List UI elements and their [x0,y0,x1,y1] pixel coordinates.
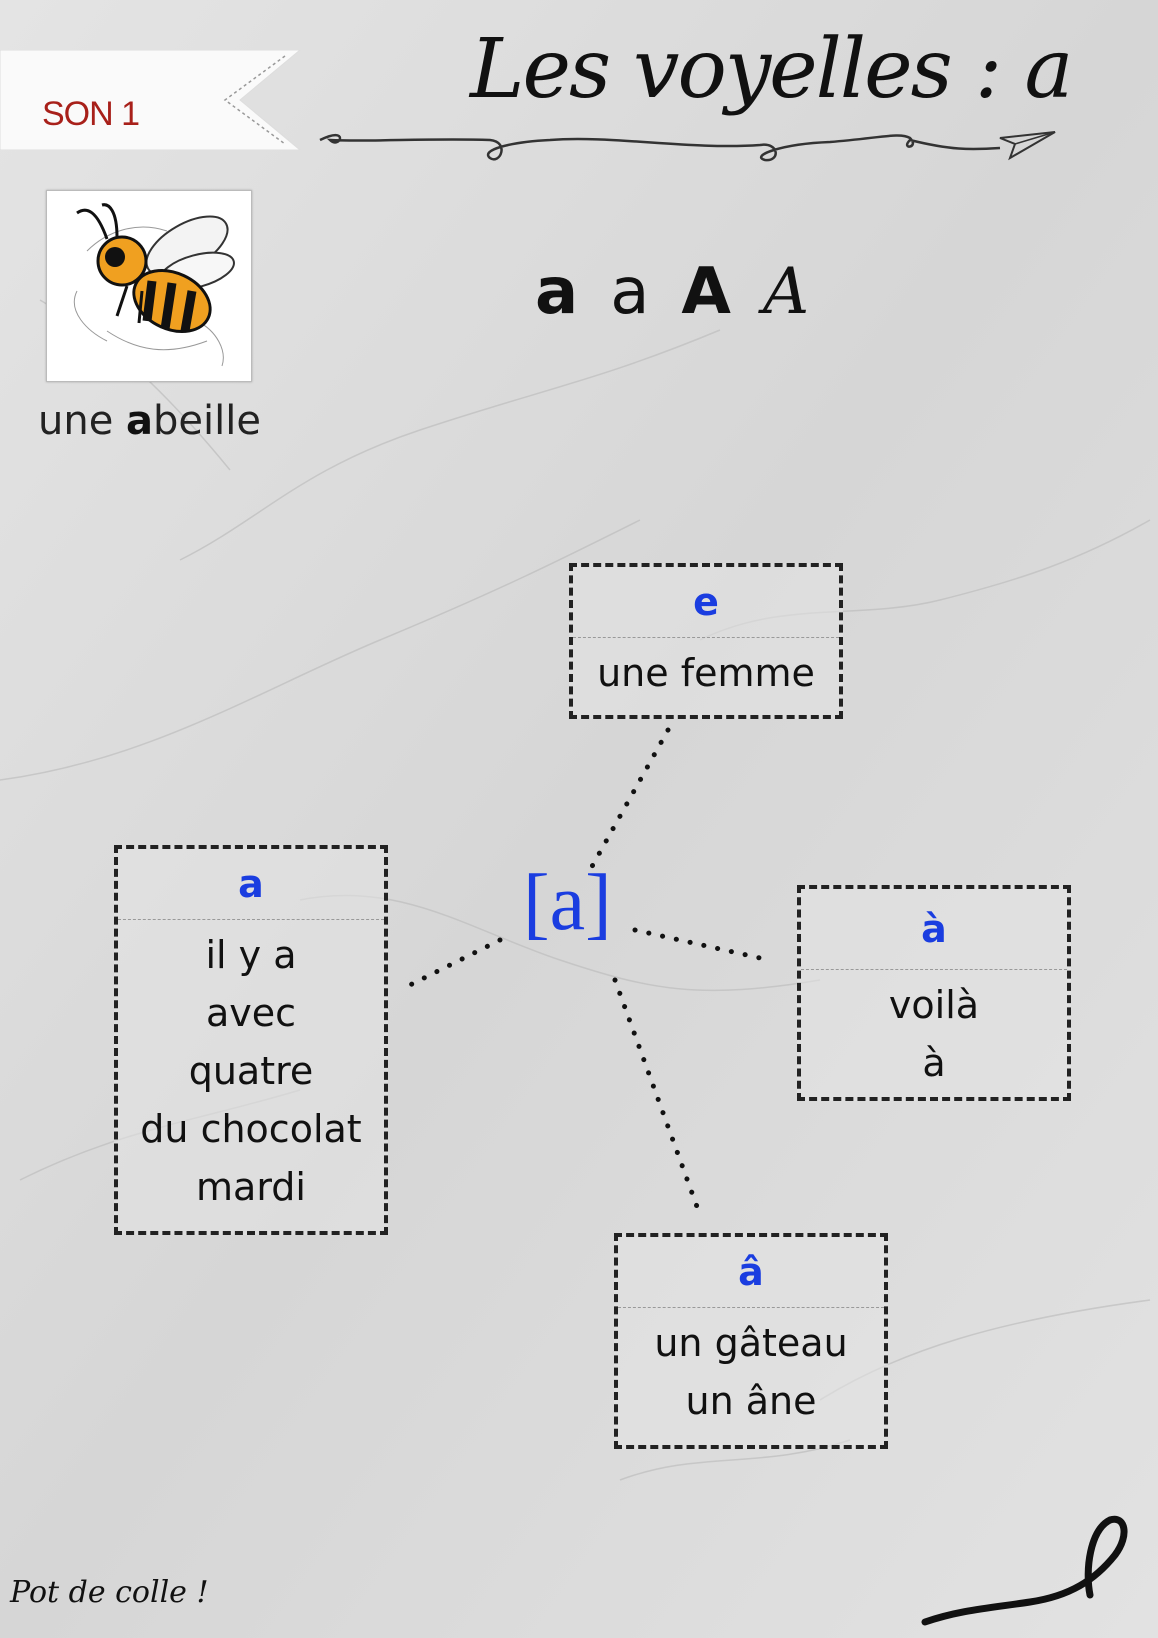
box-a-grapheme: a [118,849,384,920]
word-item: du chocolat [140,1107,362,1151]
word-item: mardi [196,1165,306,1209]
picture-word: une abeille [38,398,261,444]
phoneme-symbol: [a] [523,859,612,947]
picture-word-prefix: une [38,398,127,444]
letter-script: a [610,255,650,329]
letter-script-bold: a [535,255,579,329]
box-a-grave: à voilà à [797,885,1071,1101]
box-a-grave-grapheme: à [801,889,1067,970]
title-flourish [319,131,1056,162]
decorative-swirl [921,1515,1128,1626]
bee-image [46,190,252,382]
word-item: quatre [188,1049,314,1093]
word-item: un âne [685,1379,817,1423]
box-a-circ-grapheme: â [618,1237,884,1308]
son-label: SON 1 [42,95,140,133]
box-a-grave-words: voilà à [801,970,1067,1092]
picture-word-suffix: beille [153,398,261,444]
box-e-grapheme: e [573,567,839,638]
page-title: Les voyelles : a [470,22,1073,117]
letter-cursive-capital: A [762,255,810,329]
box-e: e une femme [569,563,843,719]
box-a-circ-words: un gâteau un âne [618,1308,884,1430]
word-item: voilà [888,983,980,1027]
picture-word-highlight: a [126,398,154,444]
word-item: un gâteau [654,1321,848,1365]
letter-forms: a a A A [535,255,809,329]
box-a-words: il y a avec quatre du chocolat mardi [118,920,384,1216]
bee-icon [73,203,235,367]
word-item: une femme [597,651,815,695]
box-a-circ: â un gâteau un âne [614,1233,888,1449]
word-item: à [922,1041,946,1085]
box-a: a il y a avec quatre du chocolat mardi [114,845,388,1235]
word-item: avec [205,991,297,1035]
word-item: il y a [205,933,297,977]
box-e-words: une femme [573,638,839,702]
footer-signature: Pot de colle ! [10,1575,209,1610]
letter-capital: A [681,255,731,329]
son-banner [0,50,301,150]
